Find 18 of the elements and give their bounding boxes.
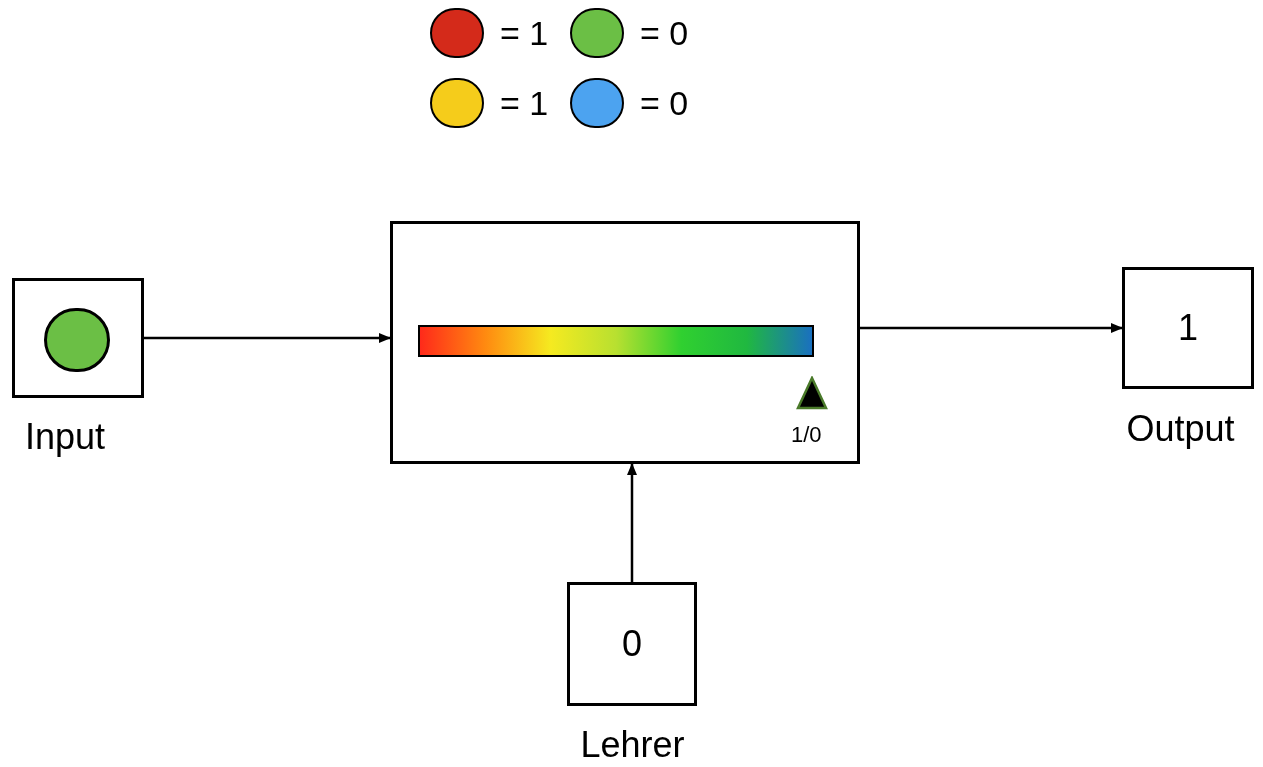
node-caption: Input (23, 415, 107, 459)
legend-text: = 1 (500, 86, 550, 120)
node-caption: Lehrer (579, 723, 686, 767)
threshold-label: 1/0 (791, 424, 822, 446)
arrow (627, 463, 637, 582)
arrow (860, 323, 1123, 333)
node-value: 0 (622, 626, 642, 662)
legend-text: = 0 (640, 86, 690, 120)
node-value: 1 (1178, 310, 1198, 346)
node-caption: Output (1125, 407, 1236, 451)
value-box (12, 278, 144, 398)
value-box (1122, 267, 1254, 389)
arrow (144, 333, 391, 343)
legend-text: = 0 (640, 16, 690, 50)
legend-text: = 1 (500, 16, 550, 50)
value-box (567, 582, 697, 706)
processor-box (390, 221, 860, 464)
gradient-bar (418, 325, 814, 357)
